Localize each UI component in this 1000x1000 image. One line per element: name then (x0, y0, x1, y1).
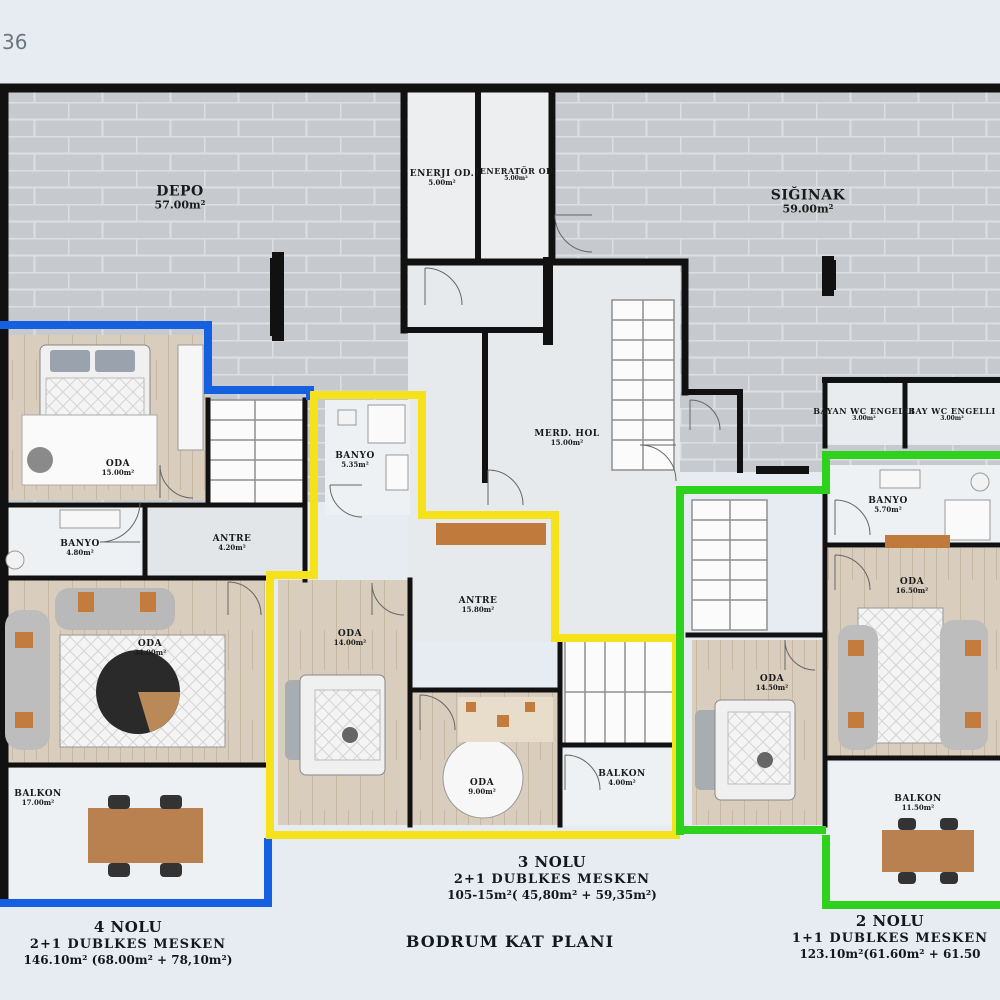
door-swings (99, 214, 871, 791)
unit-2-boundary (676, 451, 1000, 909)
furniture (5, 258, 991, 884)
unit-4-boundary-lower (0, 838, 272, 907)
room-label-enerji: ENERJI OD.5.00m² (409, 168, 475, 188)
staircases (207, 299, 768, 746)
room-label-jenerator: JENERATÖR OD.5.00m² (475, 165, 557, 183)
unit-3-caption: 3 NOLU 2+1 DUBLKES MESKEN 105-15m²( 45,8… (447, 853, 657, 902)
unit-2-caption: 2 NOLU 1+1 DUBLKES MESKEN 123.10m²(61.60… (791, 912, 989, 961)
corner-page-number: 36 (2, 30, 28, 54)
plan-title: BODRUM KAT PLANI (405, 932, 615, 951)
walls (0, 83, 1000, 905)
unit-4-caption: 4 NOLU 2+1 DUBLKES MESKEN 146.10m² (68.0… (23, 918, 233, 967)
